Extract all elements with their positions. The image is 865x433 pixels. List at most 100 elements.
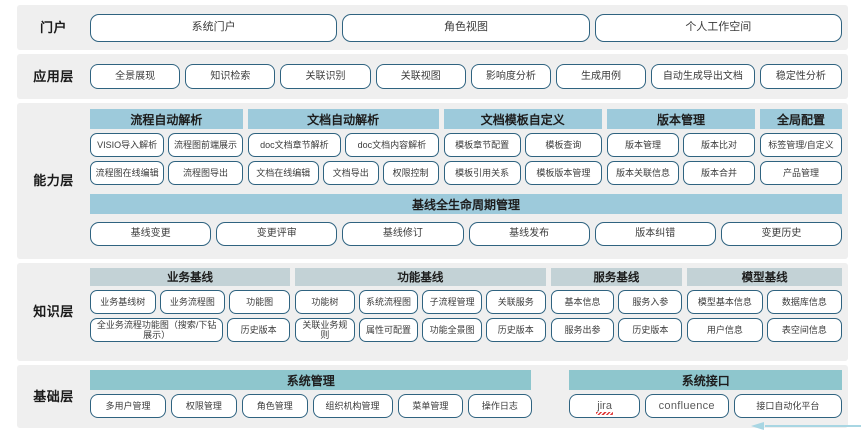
group-row: 全业务流程功能图（搜索/下钻展示） 历史版本 bbox=[90, 318, 291, 342]
portal-item-personal-workspace[interactable]: 个人工作空间 bbox=[594, 13, 842, 42]
group-row: 用户信息 表空间信息 bbox=[687, 318, 843, 342]
group-row: 业务基线树 业务流程图 功能图 bbox=[90, 290, 291, 314]
group-row: 功能树 系统流程图 子流程管理 关联服务 bbox=[295, 290, 546, 314]
cap-flowchart-export[interactable]: 流程图导出 bbox=[168, 161, 243, 185]
group-row: 服务出参 历史版本 bbox=[550, 318, 683, 342]
cap-tag-manage-custom[interactable]: 标签管理/自定义 bbox=[759, 133, 842, 157]
group-row: VISIO导入解析 流程图前端展示 bbox=[90, 133, 243, 157]
kn-service-basic-info[interactable]: 基本信息 bbox=[550, 290, 615, 314]
cap-template-query[interactable]: 模板查询 bbox=[524, 133, 603, 157]
cap-version-relation-info[interactable]: 版本关联信息 bbox=[607, 161, 679, 185]
app-item-generate-usecase[interactable]: 生成用例 bbox=[555, 64, 647, 89]
knowledge-group-business-baseline: 业务基线 业务基线树 业务流程图 功能图 全业务流程功能图（搜索/下钻展示） 历… bbox=[90, 268, 291, 342]
kn-system-flowchart[interactable]: 系统流程图 bbox=[358, 290, 419, 314]
cap-flowchart-online-edit[interactable]: 流程图在线编辑 bbox=[90, 161, 165, 185]
layer-application: 应用层 全景展现 知识检索 关联识别 关联视图 影响度分析 生成用例 自动生成导… bbox=[17, 54, 848, 99]
layer-capability: 能力层 流程自动解析 VISIO导入解析 流程图前端展示 流程图在线编辑 流程图… bbox=[17, 103, 848, 259]
portal-item-role-view[interactable]: 角色视图 bbox=[342, 13, 590, 42]
group-row: 文档在线编辑 文档导出 权限控制 bbox=[247, 161, 439, 185]
kn-function-tree[interactable]: 功能树 bbox=[295, 290, 355, 314]
cap-doc-online-edit[interactable]: 文档在线编辑 bbox=[247, 161, 319, 185]
cap-version-manage[interactable]: 版本管理 bbox=[607, 133, 679, 157]
kn-user-info[interactable]: 用户信息 bbox=[687, 318, 763, 342]
cap-template-chapter-config[interactable]: 模板章节配置 bbox=[443, 133, 521, 157]
kn-related-business-rules[interactable]: 关联业务规则 bbox=[295, 318, 355, 342]
cap-product-manage[interactable]: 产品管理 bbox=[759, 161, 842, 185]
knowledge-group-service-baseline: 服务基线 基本信息 服务入参 服务出参 历史版本 bbox=[550, 268, 683, 342]
cap-flowchart-frontend-display[interactable]: 流程图前端展示 bbox=[168, 133, 243, 157]
group-header-doc-template: 文档模板自定义 bbox=[443, 109, 602, 129]
layer-label-capability: 能力层 bbox=[33, 173, 74, 189]
layer-label-base: 基础层 bbox=[33, 388, 74, 404]
base-role-manage[interactable]: 角色管理 bbox=[241, 394, 308, 418]
cap-visio-import-parse[interactable]: VISIO导入解析 bbox=[90, 133, 165, 157]
kn-history-version-function[interactable]: 历史版本 bbox=[485, 318, 546, 342]
base-operation-log[interactable]: 操作日志 bbox=[468, 394, 532, 418]
kn-subprocess-manage[interactable]: 子流程管理 bbox=[422, 290, 482, 314]
capability-group-process-parse: 流程自动解析 VISIO导入解析 流程图前端展示 流程图在线编辑 流程图导出 bbox=[90, 109, 243, 185]
portal-item-system-portal[interactable]: 系统门户 bbox=[90, 13, 338, 42]
kn-full-business-process-function-diagram[interactable]: 全业务流程功能图（搜索/下钻展示） bbox=[90, 318, 224, 342]
baseline-publish[interactable]: 基线发布 bbox=[468, 222, 590, 246]
cap-doc-export[interactable]: 文档导出 bbox=[322, 161, 379, 185]
baseline-version-correction[interactable]: 版本纠错 bbox=[594, 222, 716, 246]
app-item-relation-view[interactable]: 关联视图 bbox=[375, 64, 466, 89]
capability-group-doc-template: 文档模板自定义 模板章节配置 模板查询 模板引用关系 模板版本管理 bbox=[443, 109, 603, 185]
app-item-panorama[interactable]: 全景展现 bbox=[90, 64, 181, 89]
cap-template-version-manage[interactable]: 模板版本管理 bbox=[524, 161, 603, 185]
layer-body-capability: 流程自动解析 VISIO导入解析 流程图前端展示 流程图在线编辑 流程图导出 文… bbox=[90, 103, 848, 246]
baseline-change[interactable]: 基线变更 bbox=[90, 222, 212, 246]
kn-history-version-service[interactable]: 历史版本 bbox=[618, 318, 683, 342]
group-header-doc-parse: 文档自动解析 bbox=[247, 109, 439, 129]
app-item-knowledge-search[interactable]: 知识检索 bbox=[185, 64, 276, 89]
group-header-system-interface: 系统接口 bbox=[569, 370, 842, 390]
capability-groups: 流程自动解析 VISIO导入解析 流程图前端展示 流程图在线编辑 流程图导出 文… bbox=[90, 109, 842, 185]
kn-function-diagram[interactable]: 功能图 bbox=[229, 290, 291, 314]
kn-attribute-configurable[interactable]: 属性可配置 bbox=[358, 318, 419, 342]
group-header-business-baseline: 业务基线 bbox=[90, 268, 291, 286]
baseline-change-history[interactable]: 变更历史 bbox=[720, 222, 843, 246]
base-interface-automation-platform[interactable]: 接口自动化平台 bbox=[733, 394, 842, 418]
base-group-system-interface: 系统接口 jira confluence 接口自动化平台 bbox=[569, 370, 842, 418]
kn-business-flowchart[interactable]: 业务流程图 bbox=[159, 290, 226, 314]
cap-template-reference-relation[interactable]: 模板引用关系 bbox=[443, 161, 521, 185]
cap-version-compare[interactable]: 版本比对 bbox=[682, 133, 755, 157]
base-group-system-management: 系统管理 多用户管理 权限管理 角色管理 组织机构管理 菜单管理 操作日志 bbox=[90, 370, 532, 418]
kn-history-version-business[interactable]: 历史版本 bbox=[227, 318, 291, 342]
baseline-revision[interactable]: 基线修订 bbox=[342, 222, 464, 246]
app-item-stability-analysis[interactable]: 稳定性分析 bbox=[759, 64, 843, 89]
base-confluence-link[interactable]: confluence bbox=[644, 394, 729, 418]
kn-database-info[interactable]: 数据库信息 bbox=[766, 290, 843, 314]
app-item-auto-export-doc[interactable]: 自动生成导出文档 bbox=[651, 64, 755, 89]
portal-row: 系统门户 角色视图 个人工作空间 bbox=[90, 13, 842, 42]
cap-doc-chapter-parse[interactable]: doc文档章节解析 bbox=[247, 133, 342, 157]
kn-model-basic-info[interactable]: 模型基本信息 bbox=[687, 290, 763, 314]
kn-related-service[interactable]: 关联服务 bbox=[485, 290, 546, 314]
layer-portal: 门户 系统门户 角色视图 个人工作空间 bbox=[17, 5, 848, 50]
group-row: 多用户管理 权限管理 角色管理 组织机构管理 菜单管理 操作日志 bbox=[90, 394, 532, 418]
capability-group-doc-parse: 文档自动解析 doc文档章节解析 doc文档内容解析 文档在线编辑 文档导出 权… bbox=[247, 109, 439, 185]
kn-service-input-params[interactable]: 服务入参 bbox=[618, 290, 683, 314]
baseline-change-review[interactable]: 变更评审 bbox=[216, 222, 338, 246]
group-header-global-config: 全局配置 bbox=[759, 109, 842, 129]
cap-permission-control[interactable]: 权限控制 bbox=[382, 161, 439, 185]
base-multi-user-manage[interactable]: 多用户管理 bbox=[90, 394, 167, 418]
cap-doc-content-parse[interactable]: doc文档内容解析 bbox=[345, 133, 439, 157]
base-jira-link[interactable]: jira bbox=[569, 394, 640, 418]
cap-version-merge[interactable]: 版本合并 bbox=[682, 161, 755, 185]
kn-tablespace-info[interactable]: 表空间信息 bbox=[766, 318, 843, 342]
knowledge-group-function-baseline: 功能基线 功能树 系统流程图 子流程管理 关联服务 关联业务规则 属性可配置 功… bbox=[295, 268, 546, 342]
kn-business-baseline-tree[interactable]: 业务基线树 bbox=[90, 290, 156, 314]
kn-service-output-params[interactable]: 服务出参 bbox=[550, 318, 615, 342]
group-row: 版本管理 版本比对 bbox=[607, 133, 755, 157]
base-permission-manage[interactable]: 权限管理 bbox=[171, 394, 237, 418]
capability-group-version-manage: 版本管理 版本管理 版本比对 版本关联信息 版本合并 bbox=[607, 109, 755, 185]
base-org-structure-manage[interactable]: 组织机构管理 bbox=[312, 394, 393, 418]
app-item-relation-identify[interactable]: 关联识别 bbox=[280, 64, 371, 89]
group-row: 版本关联信息 版本合并 bbox=[607, 161, 755, 185]
app-item-impact-analysis[interactable]: 影响度分析 bbox=[470, 64, 551, 89]
base-menu-manage[interactable]: 菜单管理 bbox=[397, 394, 464, 418]
group-row: 标签管理/自定义 bbox=[759, 133, 842, 157]
kn-function-panorama[interactable]: 功能全景图 bbox=[422, 318, 482, 342]
